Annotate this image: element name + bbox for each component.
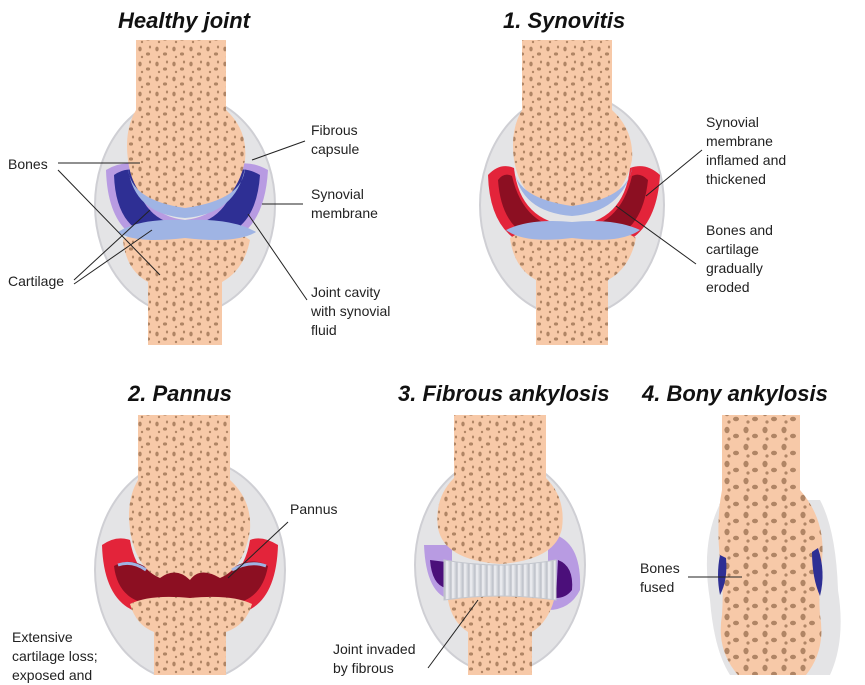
healthy-joint-cavity: [114, 169, 260, 238]
fibrous-ankylosis-leader-lines: [427, 599, 479, 669]
healthy-joint-illustration: [57, 40, 308, 345]
title-fibrous-ankylosis: 3. Fibrous ankylosis: [398, 381, 610, 406]
label-synovial-membrane: Synovial membrane: [311, 186, 378, 221]
title-healthy-joint: Healthy joint: [118, 8, 251, 33]
label-joint-invaded: Joint invaded by fibrous: [333, 641, 416, 676]
bony-ankylosis-remnant-right: [812, 548, 823, 596]
synovitis-illustration: [479, 40, 703, 345]
label-bones-fused: Bones fused: [640, 560, 680, 595]
healthy-upper-cartilage: [128, 168, 245, 218]
pannus-leader-lines: [227, 521, 289, 579]
label-cartilage-loss: Extensive cartilage loss; exposed and: [12, 629, 98, 683]
bony-ankylosis-illustration: [688, 415, 841, 675]
title-bony-ankylosis: 4. Bony ankylosis: [642, 381, 828, 406]
label-bones: Bones: [8, 156, 48, 172]
fibrous-tissue-band: [443, 559, 557, 601]
pannus-illustration: [94, 415, 289, 675]
healthy-lower-cartilage: [118, 219, 256, 240]
label-cartilage: Cartilage: [8, 273, 65, 289]
synovitis-leader-lines: [615, 149, 703, 265]
title-synovitis: 1. Synovitis: [503, 8, 626, 33]
label-fibrous-capsule: Fibrous capsule: [311, 122, 360, 157]
healthy-leader-lines: [57, 140, 308, 301]
label-joint-cavity: Joint cavity with synovial fluid: [311, 284, 391, 338]
fibrous-ankylosis-illustration: [414, 415, 586, 675]
label-membrane-inflamed: Synovial membrane inflamed and thickened: [706, 114, 787, 187]
synovitis-upper-cartilage: [514, 168, 632, 216]
bony-ankylosis-remnant-left: [718, 555, 727, 595]
label-bones-cartilage-eroded: Bones and cartilage gradually eroded: [706, 222, 773, 295]
title-pannus: 2. Pannus: [128, 381, 232, 406]
label-pannus: Pannus: [290, 501, 338, 517]
synovitis-lower-cartilage: [506, 221, 640, 240]
